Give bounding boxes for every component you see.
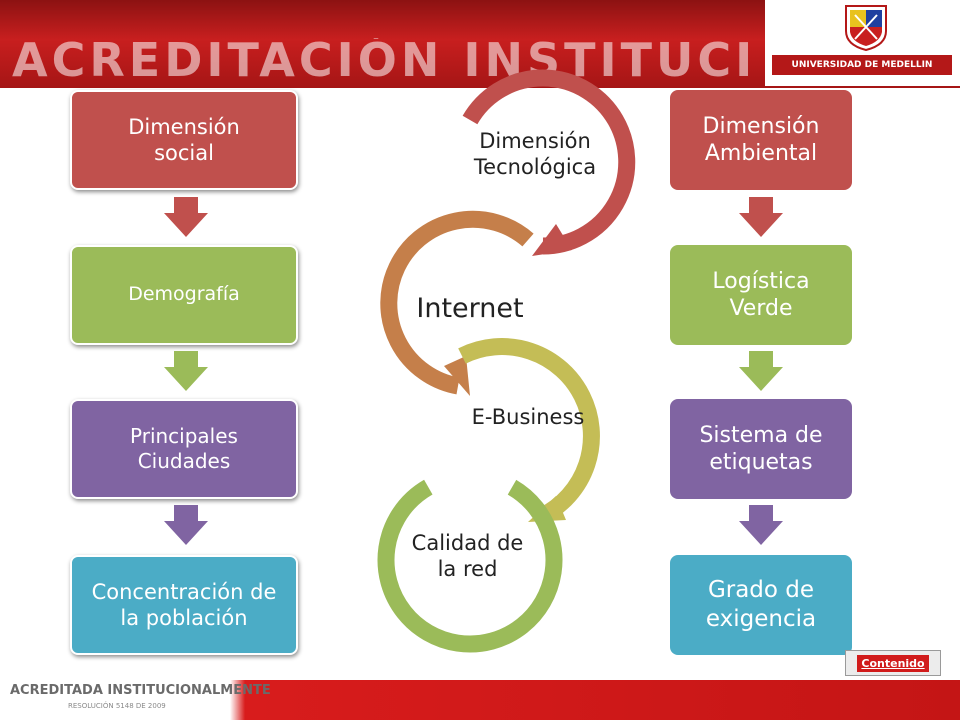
ring-arrowhead-icon	[532, 224, 572, 256]
box-sistema-etiquetas: Sistema de etiquetas	[670, 399, 852, 499]
box-grado-exigencia: Grado de exigencia	[670, 555, 852, 655]
box-concentracion-poblacion: Concentración de la población	[70, 555, 298, 655]
down-arrow-icon	[739, 351, 783, 391]
cycle-ring-ebusiness	[458, 338, 600, 524]
down-arrow-icon	[164, 351, 208, 391]
box-logistica-verde: Logística Verde	[670, 245, 852, 345]
down-arrow-icon	[739, 197, 783, 237]
down-arrow-icon	[739, 505, 783, 545]
cycle-label-ebusiness: E-Business	[471, 405, 585, 429]
box-principales-ciudades: Principales Ciudades	[70, 399, 298, 499]
accreditation-subtitle: RESOLUCIÓN 5148 DE 2009	[68, 702, 166, 710]
box-dimension-ambiental: Dimensión Ambiental	[670, 90, 852, 190]
box-demografia: Demografía	[70, 245, 298, 345]
cycle-ring-internet	[380, 210, 534, 395]
university-name: UNIVERSIDAD DE MEDELLIN	[772, 55, 952, 75]
contenido-link[interactable]: Contenido	[845, 650, 941, 676]
cycle-ring-calidad	[377, 467, 563, 653]
cycle-label-tecnologica: Dimensión Tecnológica	[473, 129, 597, 180]
ring-arrowhead-icon	[444, 356, 470, 396]
contenido-link-label[interactable]: Contenido	[857, 654, 929, 672]
cycle-label-internet: Internet	[416, 293, 524, 324]
university-shield-icon	[845, 5, 887, 51]
box-dimension-social: Dimensión social	[70, 90, 298, 190]
accreditation-badge: ACREDITADA INSTITUCIONALMENTE RESOLUCIÓN…	[10, 683, 271, 717]
cycle-ring-tecnologica	[462, 69, 636, 255]
cycle-label-calidad: Calidad de la red	[411, 531, 524, 582]
cycle-diagram	[377, 69, 636, 653]
footer-bar	[0, 680, 960, 720]
down-arrow-icon	[164, 197, 208, 237]
accreditation-title: ACREDITADA INSTITUCIONALMENTE	[10, 683, 271, 698]
header-watermark-text: ACREDITACIÓN INSTITUCIONAL	[12, 38, 752, 82]
down-arrow-icon	[164, 505, 208, 545]
